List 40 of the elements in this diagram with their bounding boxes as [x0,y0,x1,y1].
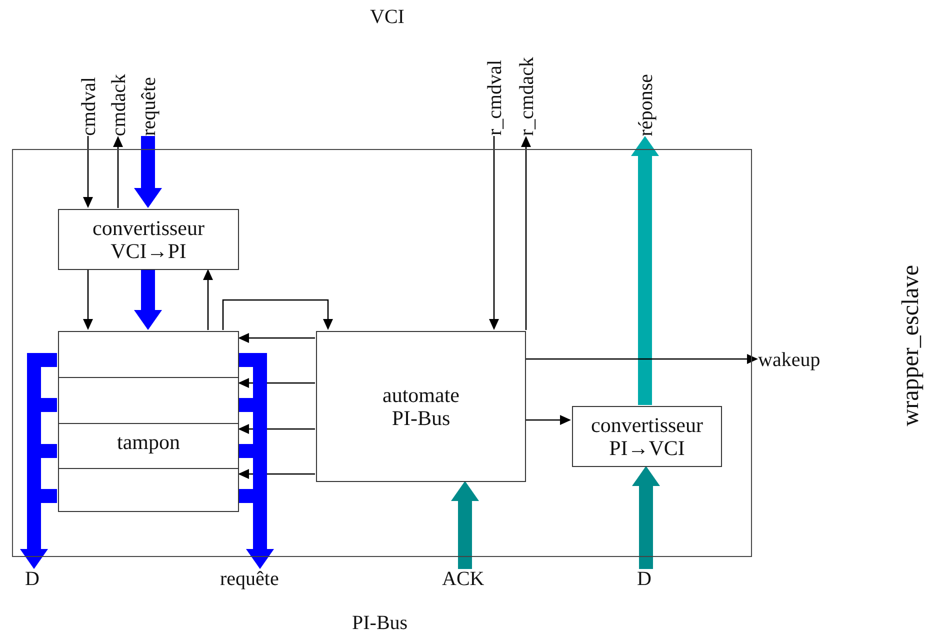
bus-arrow [238,353,274,569]
bus-name: PI-Bus [352,612,408,635]
signal-label: cmdack [109,74,128,136]
arrow [489,136,499,330]
arrow [238,333,315,343]
arrow [83,269,93,330]
bus-arrow [632,466,660,569]
controller-box [316,331,526,482]
signal-label: réponse [636,74,655,136]
box-label: convertisseur VCI→PI [92,217,206,262]
signal-label: D [637,569,652,589]
converter-box [572,406,722,467]
wrapper-frame [12,149,752,557]
arrow [113,136,123,208]
signal-label: r_cmdval [485,60,504,136]
converter-box [58,209,239,270]
bus-arrow [134,269,162,330]
buffer-box [58,331,239,512]
box-label: automate PI-Bus [382,384,460,429]
signal-label: wakeup [758,350,820,370]
signal-label: r_cmdack [517,57,536,136]
signal-label: cmdval [79,77,98,136]
arrow [525,415,571,425]
signal-label: requête [139,77,158,136]
bus-arrow [631,136,659,405]
box-label: tampon [116,432,181,452]
box-label: convertisseur PI→VCI [590,414,704,459]
bus-arrow [20,353,57,569]
arrow [203,269,213,330]
arrow [525,354,758,364]
arrow [83,136,93,208]
bus-arrow [134,136,162,208]
bus-name: VCI [370,6,404,29]
arrow [521,136,531,330]
signal-label: D [25,569,40,589]
block-title: wrapper_esclave [898,265,925,426]
signal-label: requête [220,569,279,589]
bus-arrow [451,481,479,569]
arrow [222,299,333,330]
signal-label: ACK [442,569,484,589]
